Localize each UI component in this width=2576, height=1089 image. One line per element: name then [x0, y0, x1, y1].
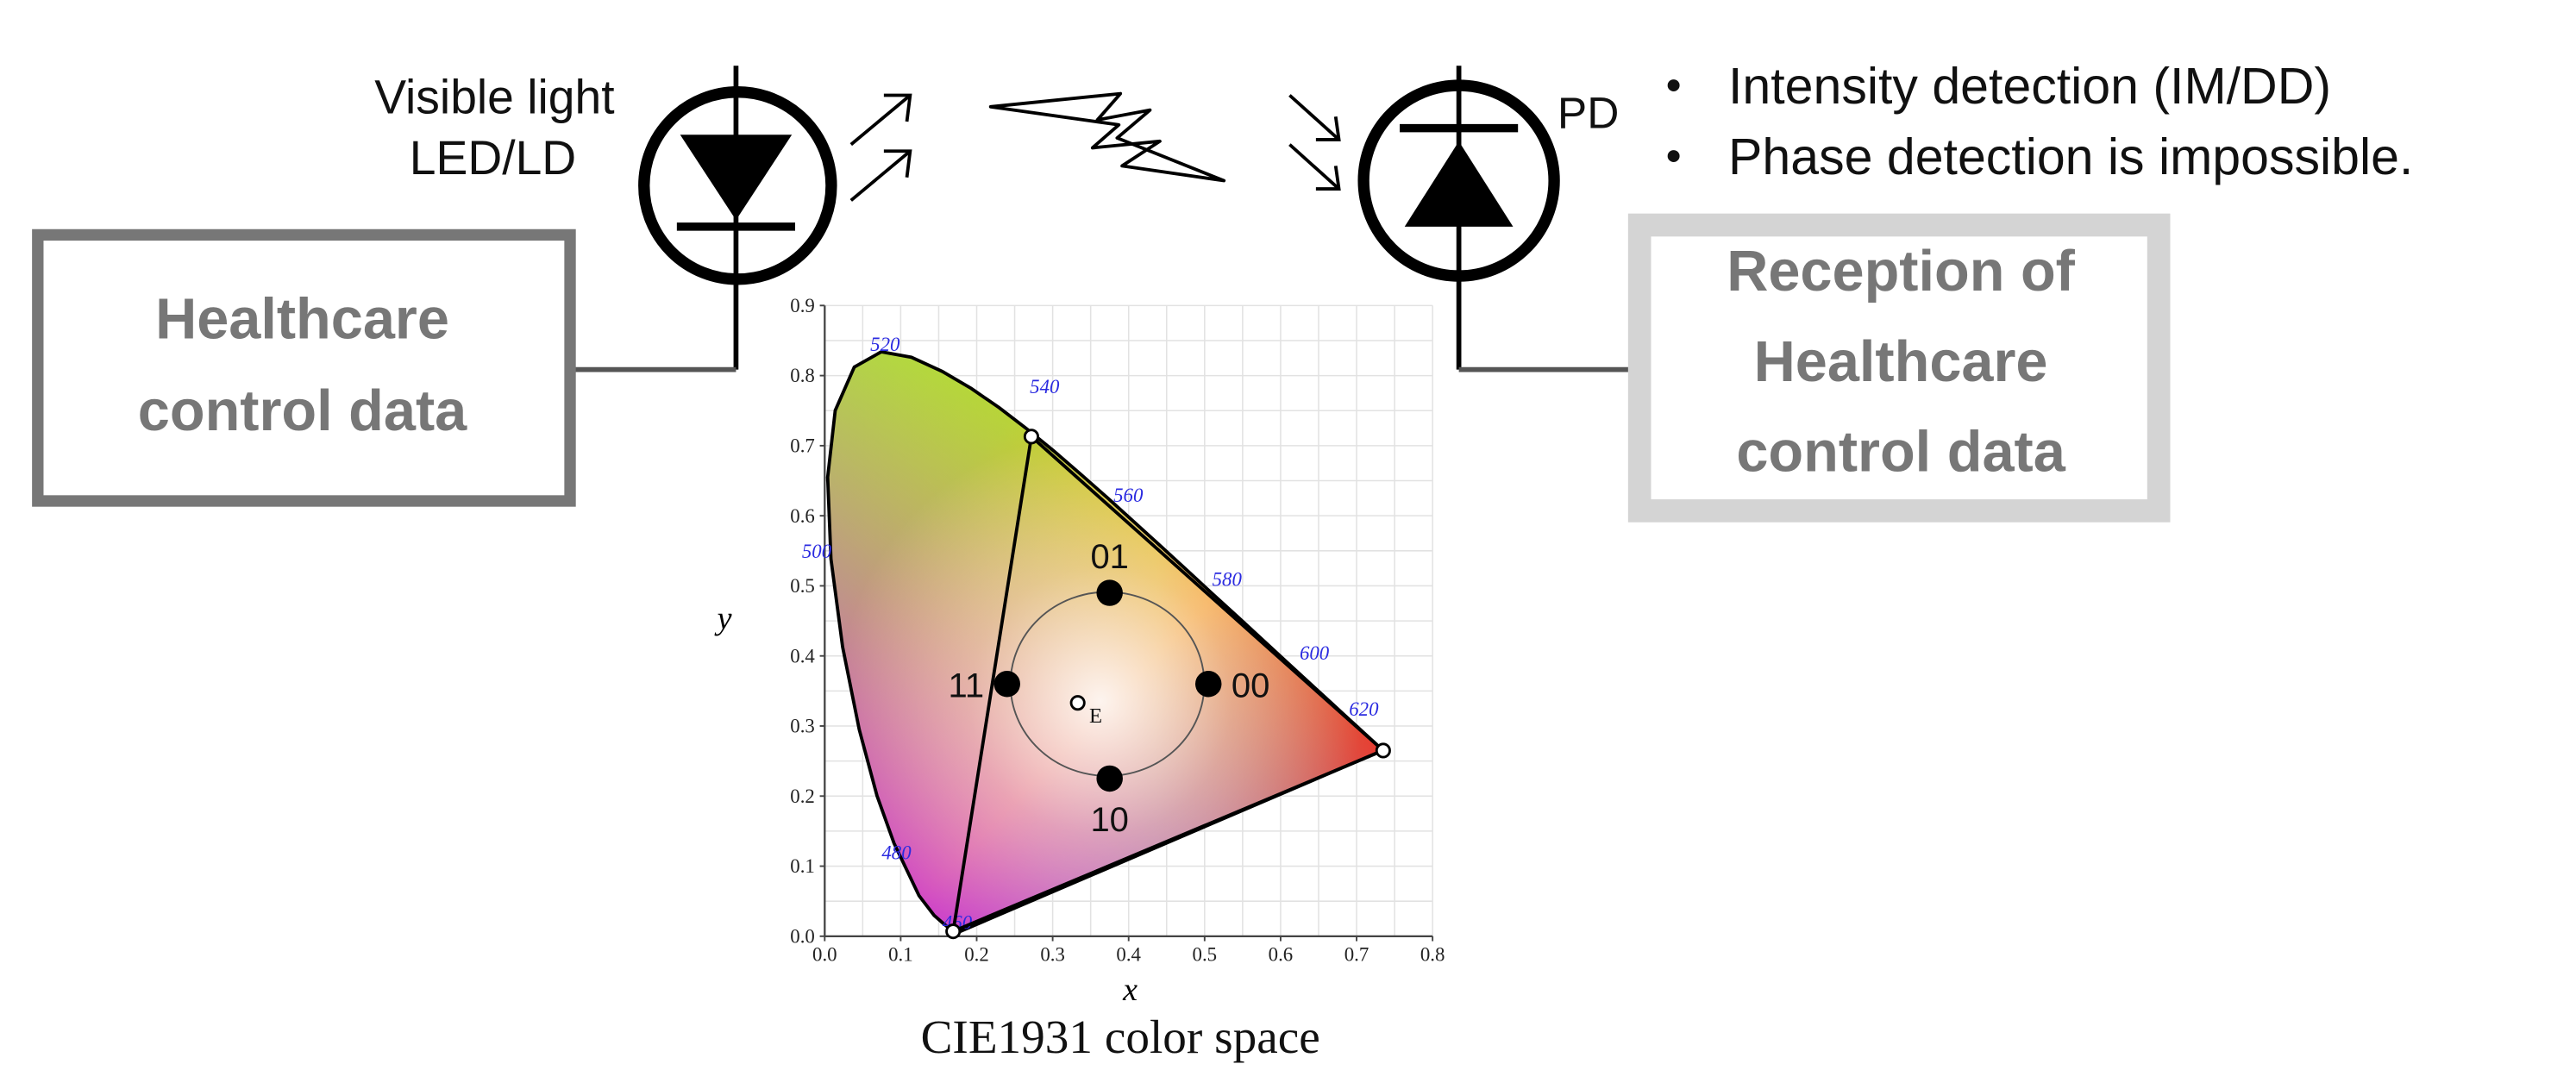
wavelength-label: 580 — [1213, 568, 1243, 590]
note-phase-detection: Phase detection is impossible. — [1728, 128, 2413, 185]
y-tick-label: 0.3 — [790, 716, 815, 737]
led-symbol — [638, 66, 837, 370]
x-tick-label: 0.6 — [1269, 943, 1294, 965]
wavelength-label: 560 — [1113, 485, 1144, 506]
wavelength-label: 480 — [881, 842, 912, 863]
y-tick-label: 0.7 — [790, 435, 815, 457]
constellation-label: 01 — [1090, 538, 1128, 576]
note-intensity-detection: Intensity detection (IM/DD) — [1728, 58, 2331, 115]
transmitter-label-line1: Visible light — [374, 70, 614, 123]
x-tick-label: 0.4 — [1116, 943, 1141, 965]
y-tick-label: 0.6 — [790, 505, 815, 527]
y-tick-label: 0.9 — [790, 295, 815, 316]
white-point-label: E — [1089, 704, 1102, 728]
constellation-point — [1194, 670, 1222, 698]
y-tick-label: 0.5 — [790, 575, 815, 597]
wavelength-label: 620 — [1349, 698, 1379, 720]
healthcare-control-data-box: Healthcare control data — [32, 228, 576, 507]
pd-label: PD — [1558, 88, 1619, 138]
constellation-point — [993, 670, 1020, 698]
wavelength-label: 520 — [870, 334, 900, 355]
reception-arrow-icon — [1288, 143, 1341, 191]
wavelength-label: 600 — [1300, 642, 1330, 664]
x-axis-label: x — [1122, 972, 1138, 1008]
y-tick-label: 0.1 — [790, 855, 815, 877]
constellation-label: 11 — [949, 667, 985, 704]
y-tick-label: 0.0 — [790, 925, 815, 947]
constellation-label: 00 — [1232, 667, 1270, 704]
x-tick-label: 0.5 — [1193, 943, 1218, 965]
gamut-triangle — [950, 433, 1387, 935]
wavelength-label: 540 — [1030, 376, 1060, 397]
constellation-point — [1096, 765, 1123, 792]
chart-marks: 01 11 00 10 E — [945, 429, 1391, 940]
tx-data-box-line1: Healthcare — [155, 287, 449, 351]
tick-labels: 0.0 0.1 0.2 0.3 0.4 0.5 0.6 0.7 0.8 0.0 0.1 0.2 0.3 0… — [790, 295, 1445, 965]
receiver-notes: • Intensity detection (IM/DD) • Phase de… — [1666, 58, 2414, 185]
reception-arrows — [1288, 94, 1341, 191]
diode-triangle-up-icon — [1404, 141, 1514, 227]
x-tick-label: 0.1 — [888, 943, 913, 965]
constellation-label: 10 — [1090, 801, 1128, 839]
note-bullet: • — [1666, 59, 1682, 110]
reception-arrow-icon — [1288, 94, 1341, 141]
x-tick-label: 0.0 — [812, 943, 837, 965]
emission-arrow-icon — [849, 149, 912, 202]
emission-arrow-icon — [849, 93, 912, 147]
tx-data-box — [32, 228, 576, 507]
y-axis-label: y — [714, 601, 732, 637]
y-tick-label: 0.2 — [790, 785, 815, 807]
rx-data-box — [1627, 213, 2171, 523]
constellation-point — [1096, 579, 1123, 606]
chart-caption: CIE1931 color space — [921, 1011, 1320, 1063]
note-bullet: • — [1666, 130, 1682, 180]
y-tick-label: 0.8 — [790, 365, 815, 386]
reception-data-box: Reception of Healthcare control data — [1627, 213, 2171, 523]
photodiode-symbol — [1357, 66, 1560, 370]
y-tick-label: 0.4 — [790, 645, 815, 667]
rx-data-box-line2: Healthcare — [1754, 330, 2048, 394]
transmitter-label: Visible light LED/LD — [374, 70, 614, 184]
triangle-vertex — [1375, 742, 1391, 759]
triangle-vertex — [1023, 429, 1039, 445]
white-point — [1069, 695, 1086, 711]
lightning-link-icon — [988, 91, 1226, 183]
rx-data-box-line1: Reception of — [1727, 240, 2075, 304]
diode-triangle-down-icon — [680, 135, 793, 221]
x-tick-label: 0.8 — [1420, 943, 1445, 965]
rx-data-box-line3: control data — [1736, 421, 2065, 485]
x-tick-label: 0.3 — [1040, 943, 1065, 965]
transmitter-label-line2: LED/LD — [410, 131, 576, 185]
emission-arrows — [849, 93, 912, 202]
cie1931-chart: 0.0 0.1 0.2 0.3 0.4 0.5 0.6 0.7 0.8 0.0 0.1 0.2 0.3 0… — [714, 295, 1445, 1063]
x-tick-label: 0.2 — [964, 943, 989, 965]
tx-data-box-line2: control data — [138, 379, 467, 443]
triangle-vertex — [945, 923, 962, 940]
wavelength-label: 500 — [802, 541, 832, 562]
x-tick-label: 0.7 — [1344, 943, 1369, 965]
